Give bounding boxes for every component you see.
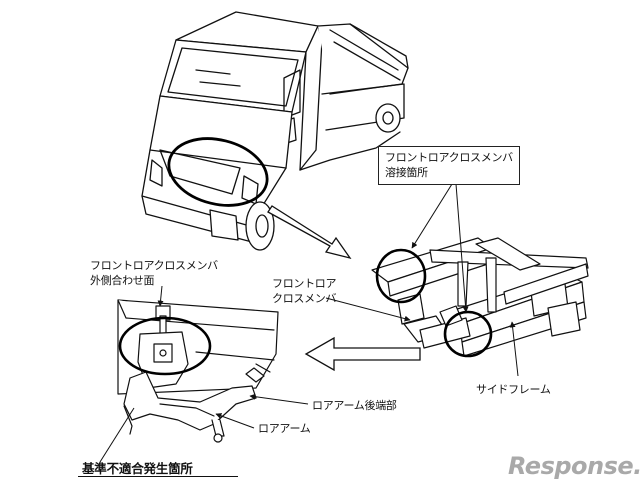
mating-surface-label-line2: 外側合わせ面 — [90, 274, 155, 287]
weld-point-label: フロントロアクロスメンバ 溶接箇所 — [378, 146, 520, 185]
lower-arm-label: ロアアーム — [258, 422, 311, 435]
arrow-to-suspension-icon — [304, 336, 421, 372]
side-frame-leader — [509, 321, 519, 377]
weld-point-label-line1: フロントロアクロスメンバ — [385, 151, 513, 164]
nonconforming-location-note: 基準不適合発生箇所 — [82, 461, 193, 476]
weld-point-label-line2: 溶接箇所 — [385, 166, 428, 179]
crossmember-leader — [325, 297, 411, 322]
mating-surface-label: フロントロアクロスメンバ 外側合わせ面 — [90, 258, 218, 288]
side-frame-label: サイドフレーム — [476, 383, 551, 396]
nonconforming-note-underline — [78, 476, 238, 477]
mating-surface-label-line1: フロントロアクロスメンバ — [90, 259, 218, 272]
kei-truck-illustration — [141, 11, 409, 251]
arrow-to-frame-icon — [267, 205, 352, 260]
frame-assembly-illustration — [371, 237, 589, 357]
suspension-leaders — [99, 285, 309, 463]
response-watermark-logo: Response. — [508, 452, 640, 480]
crossmember-label-line2: クロスメンバ — [272, 292, 337, 305]
mating-surface-highlight — [118, 316, 212, 376]
weld-point-leaders — [411, 183, 469, 313]
crossmember-label-line1: フロントロア — [272, 277, 337, 290]
frame-weld-highlight-left — [375, 248, 427, 304]
front-lower-crossmember-label: フロントロア クロスメンバ — [272, 276, 337, 306]
truck-highlight-ellipse — [167, 137, 269, 207]
lower-arm-rear-end-label: ロアアーム後端部 — [312, 399, 397, 412]
